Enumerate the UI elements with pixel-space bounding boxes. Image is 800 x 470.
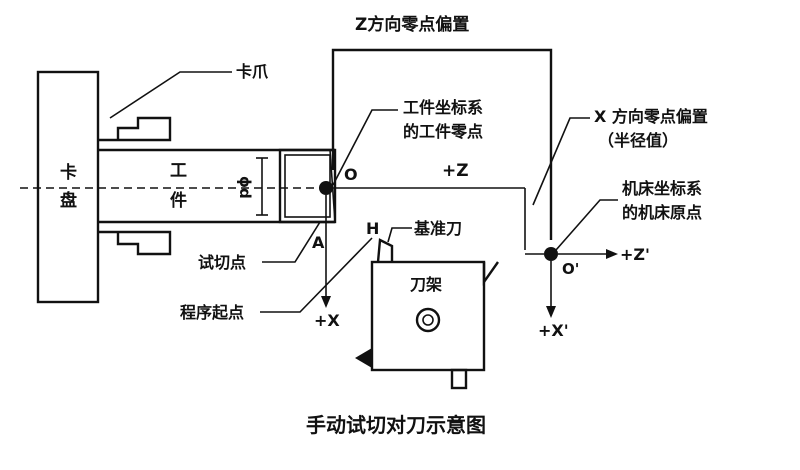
leader-ref-tool <box>387 227 412 243</box>
workpiece-coord-label-2: 的工件零点 <box>403 122 483 141</box>
chuck-label-1: 卡 <box>60 162 77 183</box>
point-a-label: A <box>312 233 325 252</box>
trial-cut-point-label: 试切点 <box>198 253 246 272</box>
workpiece-label-1: 工 <box>170 161 187 181</box>
diameter-label: ϕd <box>236 176 254 199</box>
point-h-label: H <box>366 219 379 238</box>
machine-coord-label-2: 的机床原点 <box>622 203 702 222</box>
x-offset-label-1: X 方向零点偏置 <box>594 107 708 126</box>
leader-program-start <box>260 237 373 313</box>
workpiece-label-2: 件 <box>170 190 187 211</box>
caption: 手动试切对刀示意图 <box>306 413 486 437</box>
chuck-body <box>36 70 100 304</box>
tool-post-body <box>370 260 486 372</box>
z-offset-bracket <box>331 48 553 240</box>
ref-tool-label: 基准刀 <box>413 219 462 238</box>
x-prime-axis-arrow <box>546 306 556 318</box>
tool-post-bolt-inner <box>422 314 434 326</box>
x-axis-arrow <box>321 296 331 308</box>
leader-trial-cut-point <box>262 221 321 263</box>
lower-jaw <box>98 230 172 256</box>
tool-post-foot <box>450 368 468 390</box>
tool-post-bolt <box>415 307 441 333</box>
z-prime-axis-arrow <box>606 249 618 259</box>
machine-origin-marker <box>544 247 558 261</box>
leader-chuck-jaw <box>109 71 232 119</box>
plus-z-label: +Z <box>442 161 469 181</box>
z-offset-label: Z方向零点偏置 <box>355 14 469 35</box>
workpiece-coord-label-1: 工件坐标系 <box>403 98 483 117</box>
x-offset-label-2: （半径值） <box>598 131 678 150</box>
tool-post-label: 刀架 <box>410 275 442 294</box>
plus-x-prime-label: +X' <box>538 321 569 340</box>
plus-z-prime-label: +Z' <box>620 245 650 264</box>
workpiece-origin-marker <box>319 181 333 195</box>
program-start-label: 程序起点 <box>180 303 244 322</box>
reference-tool <box>376 238 394 263</box>
trial-cut-region <box>278 148 337 224</box>
leader-machine-origin <box>555 199 618 251</box>
origin-o-prime-label: O' <box>562 260 579 278</box>
origin-o-label: O <box>344 165 358 184</box>
leader-workpiece-origin <box>332 109 398 186</box>
upper-jaw <box>98 116 172 142</box>
leader-x-offset <box>532 117 590 206</box>
chuck-jaw-label: 卡爪 <box>236 62 269 81</box>
plus-x-label: +X <box>314 311 340 330</box>
machine-coord-label-1: 机床坐标系 <box>622 179 702 198</box>
chuck-label-2: 盘 <box>60 190 77 211</box>
lower-tool-tip <box>355 348 372 368</box>
tool-post-notch <box>482 261 499 286</box>
